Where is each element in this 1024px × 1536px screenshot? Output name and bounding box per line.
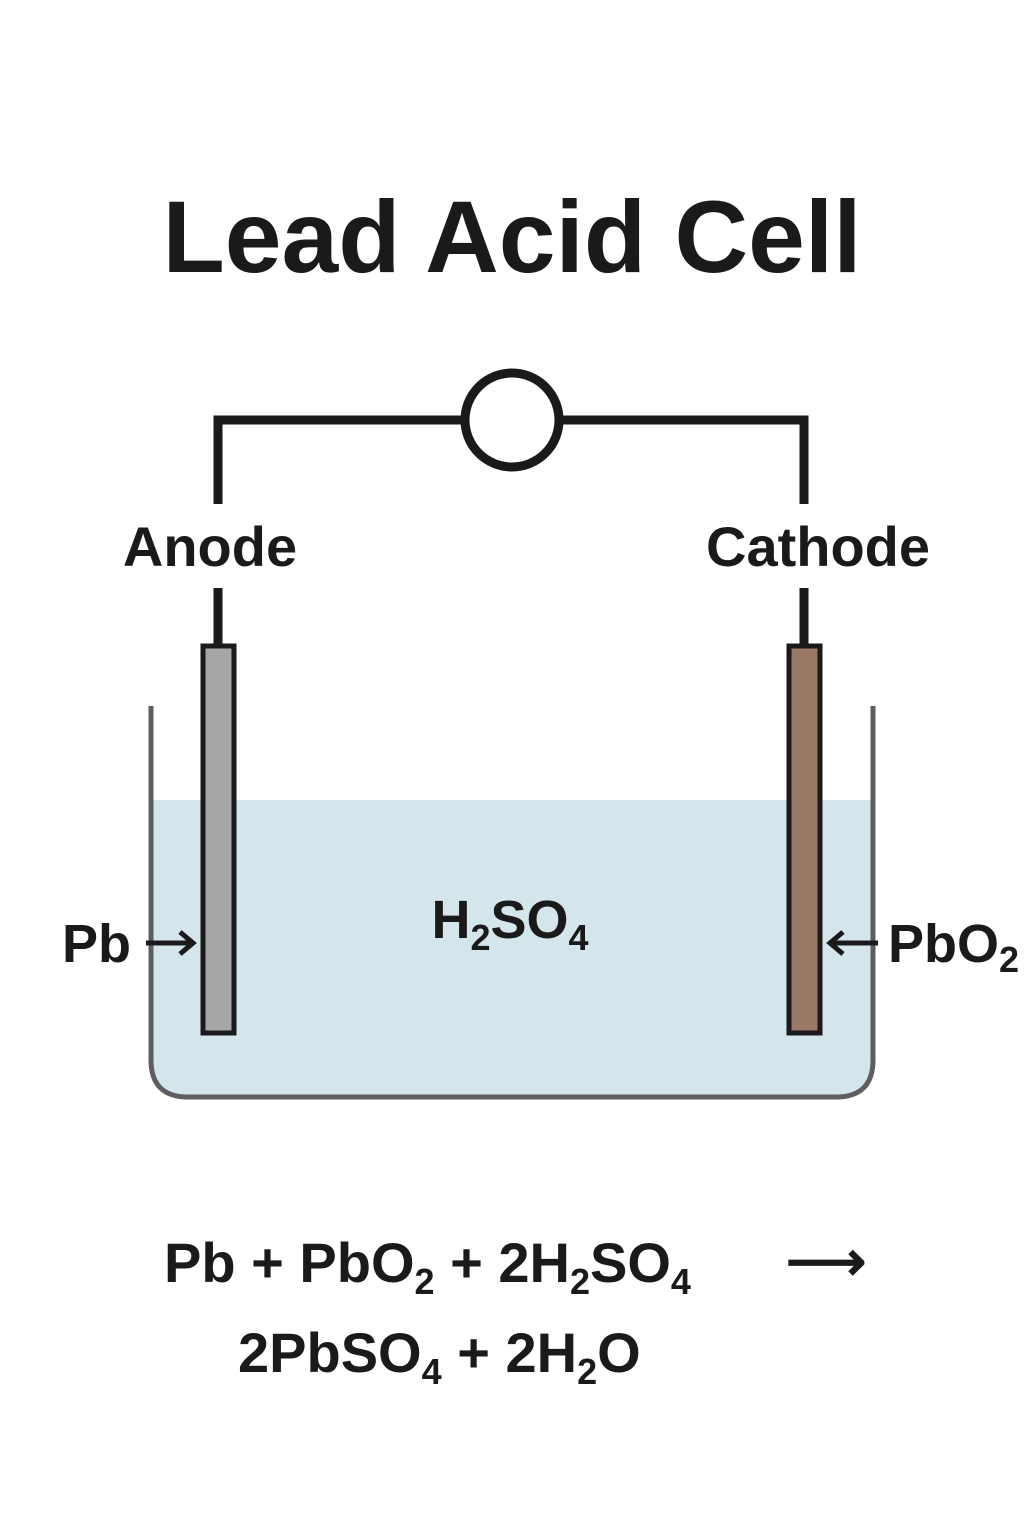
external-circuit xyxy=(213,368,809,646)
equation-subscript: 4 xyxy=(422,1351,442,1392)
cathode-material-subscript: 2 xyxy=(999,939,1019,980)
equation-term: SO xyxy=(590,1231,671,1294)
cell-container xyxy=(148,706,876,1100)
reaction-arrow: ⟶ xyxy=(786,1229,866,1292)
equation-term: O xyxy=(597,1321,641,1384)
anode-plate xyxy=(200,643,237,1036)
anode-wire xyxy=(213,415,464,504)
arrow-right-icon xyxy=(146,930,197,956)
cathode-material-label: PbO2 xyxy=(888,914,1019,980)
electrolyte-subscript: 4 xyxy=(569,917,589,958)
electrolyte-part: SO xyxy=(490,890,568,950)
circle-meter-icon xyxy=(460,368,564,472)
anode-label: Anode xyxy=(123,515,297,578)
reaction-equation: Pb + PbO2 + 2H2SO4 ⟶ 2PbSO4 + 2H2O xyxy=(164,1229,866,1392)
equation-term: + 2H xyxy=(435,1231,570,1294)
electrolyte-fill xyxy=(151,800,873,1096)
equation-subscript: 2 xyxy=(577,1351,597,1392)
equation-term: 2PbSO xyxy=(238,1321,422,1384)
arrow-left-icon xyxy=(826,930,878,956)
anode-material-label: Pb xyxy=(62,914,131,974)
equation-line-2: 2PbSO4 + 2H2O xyxy=(238,1321,641,1392)
electrolyte-formula: H2SO4 xyxy=(431,890,588,958)
electrolyte-subscript: 2 xyxy=(470,917,490,958)
cathode-plate xyxy=(786,643,823,1036)
equation-subscript: 4 xyxy=(671,1261,691,1302)
electrolyte-part: H xyxy=(431,890,470,950)
equation-subscript: 2 xyxy=(415,1261,435,1302)
equation-line-1: Pb + PbO2 + 2H2SO4 xyxy=(164,1231,691,1302)
page-title: Lead Acid Cell xyxy=(162,180,861,294)
cathode-wire xyxy=(560,415,809,504)
equation-subscript: 2 xyxy=(570,1261,590,1302)
cathode-material-main: PbO xyxy=(888,914,999,974)
equation-term: + 2H xyxy=(442,1321,577,1384)
equation-term: Pb + PbO xyxy=(164,1231,415,1294)
cathode-label: Cathode xyxy=(706,515,930,578)
